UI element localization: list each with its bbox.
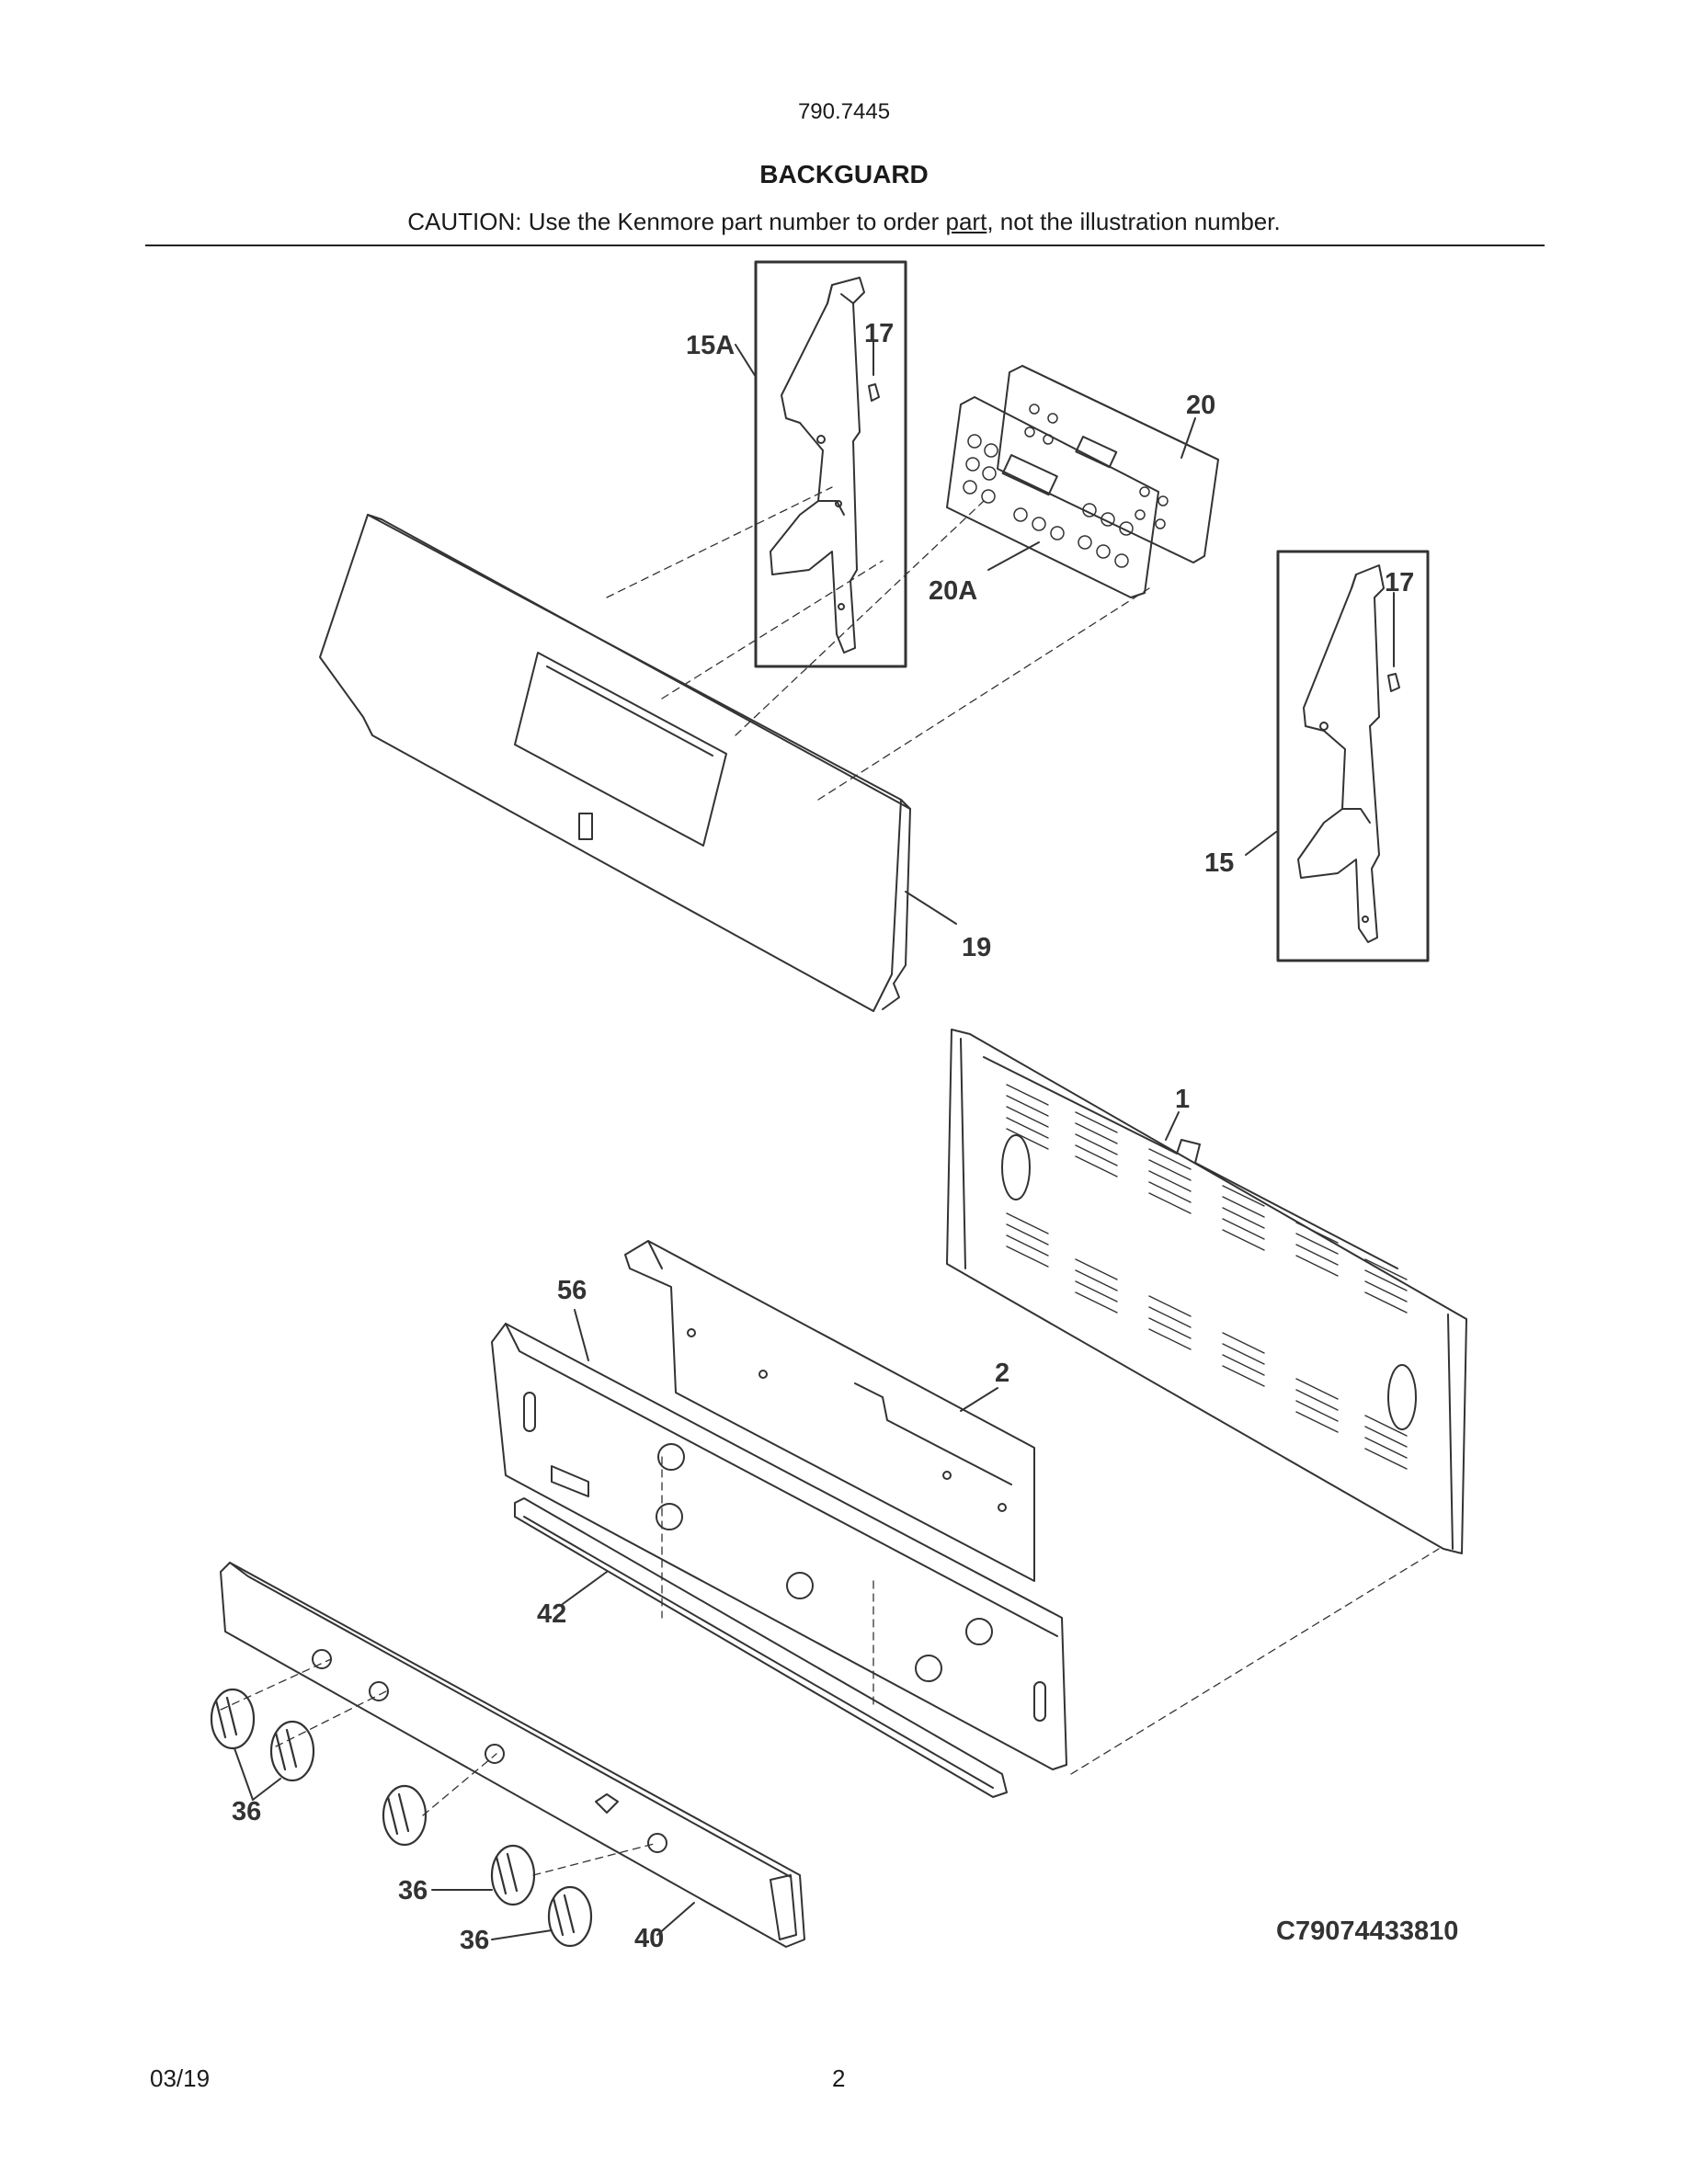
knob-3 <box>382 1784 428 1847</box>
callout-2: 2 <box>995 1359 1009 1388</box>
inset-box-left-bracket <box>754 260 907 668</box>
rear-vent-panel <box>946 1029 1467 1554</box>
knob-5 <box>547 1885 593 1948</box>
clip-part-17-left <box>868 356 880 402</box>
inset-box-right-bracket <box>1276 550 1430 962</box>
callout-17-left: 17 <box>864 319 894 348</box>
callout-1: 1 <box>1175 1085 1190 1114</box>
manifold-bracket <box>491 1323 1067 1770</box>
page-number: 2 <box>832 2065 846 2092</box>
control-overlay <box>946 396 1159 598</box>
callout-20: 20 <box>1186 391 1215 420</box>
knob-4 <box>490 1844 536 1906</box>
caution-link-word: part <box>945 208 987 235</box>
leader-lines <box>234 341 1395 1940</box>
footer-date: 03/19 <box>150 2065 211 2092</box>
callout-15: 15 <box>1204 848 1234 878</box>
caution-note: CAUTION: Use the Kenmore part number to … <box>0 208 1688 236</box>
control-knobs <box>210 1688 593 1948</box>
caution-text-after: , not the illustration number. <box>987 208 1281 235</box>
callout-20A: 20A <box>929 576 977 606</box>
section-title: BACKGUARD <box>759 160 929 188</box>
callout-56: 56 <box>557 1276 587 1305</box>
callout-40: 40 <box>634 1924 664 1953</box>
trim-strip <box>514 1497 1008 1798</box>
callout-36-b: 36 <box>398 1876 428 1905</box>
control-panel-cover <box>624 1240 1035 1582</box>
callout-36-c: 36 <box>460 1926 489 1955</box>
caution-text-before: CAUTION: Use the Kenmore part number to … <box>407 208 946 235</box>
knob-2 <box>269 1720 315 1782</box>
diagram-code: C79074433810 <box>1276 1917 1458 1946</box>
clip-part-17-right <box>1387 597 1400 692</box>
callout-15A: 15A <box>686 331 735 360</box>
callout-19: 19 <box>962 933 991 962</box>
backguard-panel <box>319 514 911 1012</box>
model-number: 790.7445 <box>797 99 891 124</box>
callout-17-right: 17 <box>1385 568 1414 597</box>
header-divider <box>145 245 1545 246</box>
knob-1 <box>210 1688 256 1750</box>
knob-panel <box>220 1562 805 1948</box>
callout-36-a: 36 <box>232 1797 261 1826</box>
assembly-dashed-lines <box>220 486 1440 1876</box>
callout-42: 42 <box>537 1599 566 1629</box>
